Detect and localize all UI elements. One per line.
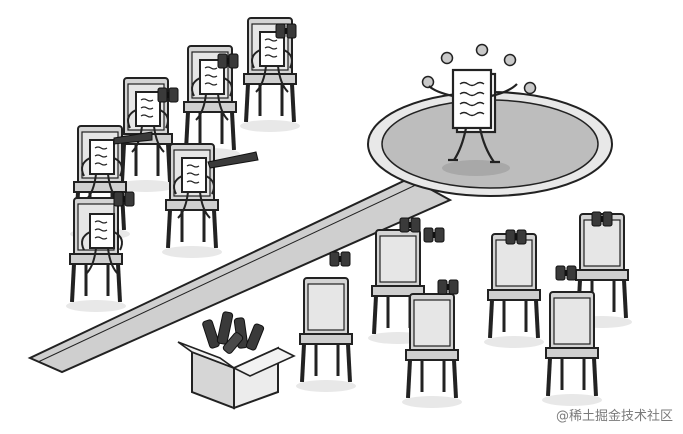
watermark: @稀土掘金技术社区 (555, 409, 673, 424)
performer-document-icon (428, 68, 518, 164)
stage (367, 91, 613, 197)
binocular-box-icon (177, 311, 296, 410)
ball-icon (523, 81, 537, 95)
runway (27, 176, 453, 374)
ball-icon (475, 43, 489, 57)
ball-icon (440, 51, 454, 65)
juggling-balls (421, 43, 537, 95)
ball-icon (421, 75, 435, 89)
audience-left (64, 16, 302, 314)
ball-icon (503, 53, 517, 67)
